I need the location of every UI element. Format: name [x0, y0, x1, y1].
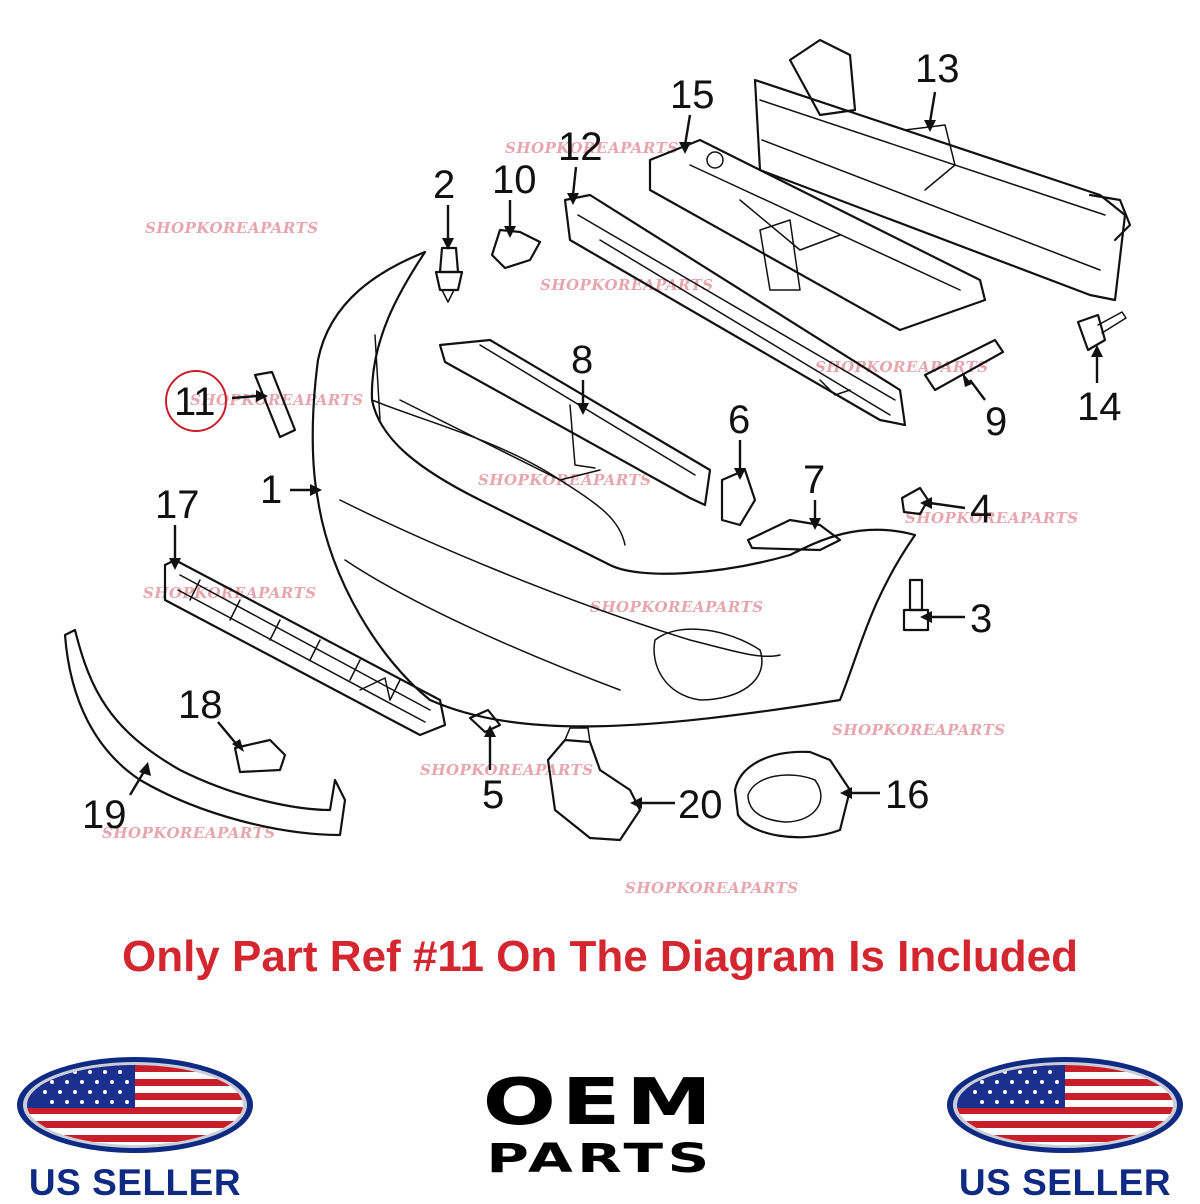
- part-20-sensor-bracket: [546, 727, 642, 842]
- part-14-bolt: [1076, 311, 1127, 352]
- part-1-bumper-cover: [311, 250, 917, 728]
- callout-16: 16: [885, 773, 930, 817]
- part-12-absorber: [563, 193, 907, 427]
- watermark: SHOPKOREAPARTS: [420, 761, 594, 779]
- watermark: SHOPKOREAPARTS: [478, 471, 652, 489]
- watermark: SHOPKOREAPARTS: [505, 139, 679, 157]
- us-seller-badge-right: US SELLER: [930, 1050, 1200, 1203]
- part-11-panel: [253, 370, 297, 439]
- watermark: SHOPKOREAPARTS: [145, 219, 319, 237]
- callout-18: 18: [178, 683, 223, 727]
- part-6-clip: [720, 468, 757, 527]
- callout-13: 13: [915, 47, 960, 91]
- callout-8: 8: [571, 338, 593, 382]
- watermark: SHOPKOREAPARTS: [102, 824, 276, 842]
- callout-labels: 2 10 12 15 13 14 9 8 6 7 4 3 11 1 17 18 …: [82, 47, 1122, 837]
- part-2-screw: [434, 246, 464, 303]
- us-flag-oval-icon: [947, 1057, 1183, 1153]
- callout-6: 6: [728, 398, 750, 442]
- watermark: SHOPKOREAPARTS: [540, 276, 714, 294]
- part-7-bracket: [746, 518, 842, 552]
- part-9-bracket: [923, 338, 1005, 392]
- callout-arrows: [128, 91, 1099, 805]
- watermark: SHOPKOREAPARTS: [832, 721, 1006, 739]
- callout-15: 15: [670, 73, 715, 117]
- callout-7: 7: [803, 458, 825, 502]
- us-flag-oval-icon: [17, 1057, 253, 1153]
- callout-14: 14: [1077, 385, 1122, 429]
- us-seller-label-right: US SELLER: [958, 1162, 1172, 1203]
- part-8-grille-bracket: [438, 338, 712, 507]
- part-13-reinforcement-bar: [753, 38, 1132, 302]
- callout-4: 4: [970, 487, 992, 531]
- watermark: SHOPKOREAPARTS: [143, 584, 317, 602]
- parts-diagram: SHOPKOREAPARTS SHOPKOREAPARTS SHOPKOREAP…: [63, 38, 1132, 897]
- part-19-trim-strip: [63, 628, 347, 837]
- watermark: SHOPKOREAPARTS: [905, 509, 1079, 527]
- callout-11: 11: [174, 380, 216, 424]
- callout-17: 17: [155, 483, 200, 527]
- part-16-fog-cover: [733, 750, 852, 839]
- part-18-clip: [233, 738, 287, 774]
- watermark: SHOPKOREAPARTS: [190, 391, 364, 409]
- callout-1: 1: [260, 468, 282, 512]
- callout-10: 10: [492, 158, 537, 202]
- part-10-clip: [490, 228, 542, 270]
- callout-12: 12: [558, 125, 603, 169]
- watermark: SHOPKOREAPARTS: [590, 598, 764, 616]
- callout-9: 9: [985, 400, 1007, 444]
- callout-3: 3: [970, 597, 992, 641]
- part-5-clip: [468, 708, 502, 734]
- callout-20: 20: [678, 783, 723, 827]
- part-3-bolt: [902, 578, 930, 632]
- parts-text: PARTS: [486, 1136, 714, 1182]
- callout-19: 19: [82, 793, 127, 837]
- callout-2: 2: [433, 163, 455, 207]
- callout-5: 5: [482, 773, 504, 817]
- oem-text: OEM: [482, 1066, 718, 1140]
- part-15-upper-support: [648, 138, 987, 332]
- us-seller-badge-left: US SELLER: [0, 1050, 270, 1203]
- part-4-nut: [900, 486, 930, 516]
- watermark: SHOPKOREAPARTS: [625, 879, 799, 897]
- highlight-circle: [165, 370, 227, 432]
- oem-parts-logo: OEM PARTS: [440, 1070, 760, 1200]
- included-part-notice: Only Part Ref #11 On The Diagram Is Incl…: [121, 932, 1079, 981]
- us-seller-label-left: US SELLER: [28, 1162, 242, 1203]
- callout-arrowheads: [139, 120, 1103, 809]
